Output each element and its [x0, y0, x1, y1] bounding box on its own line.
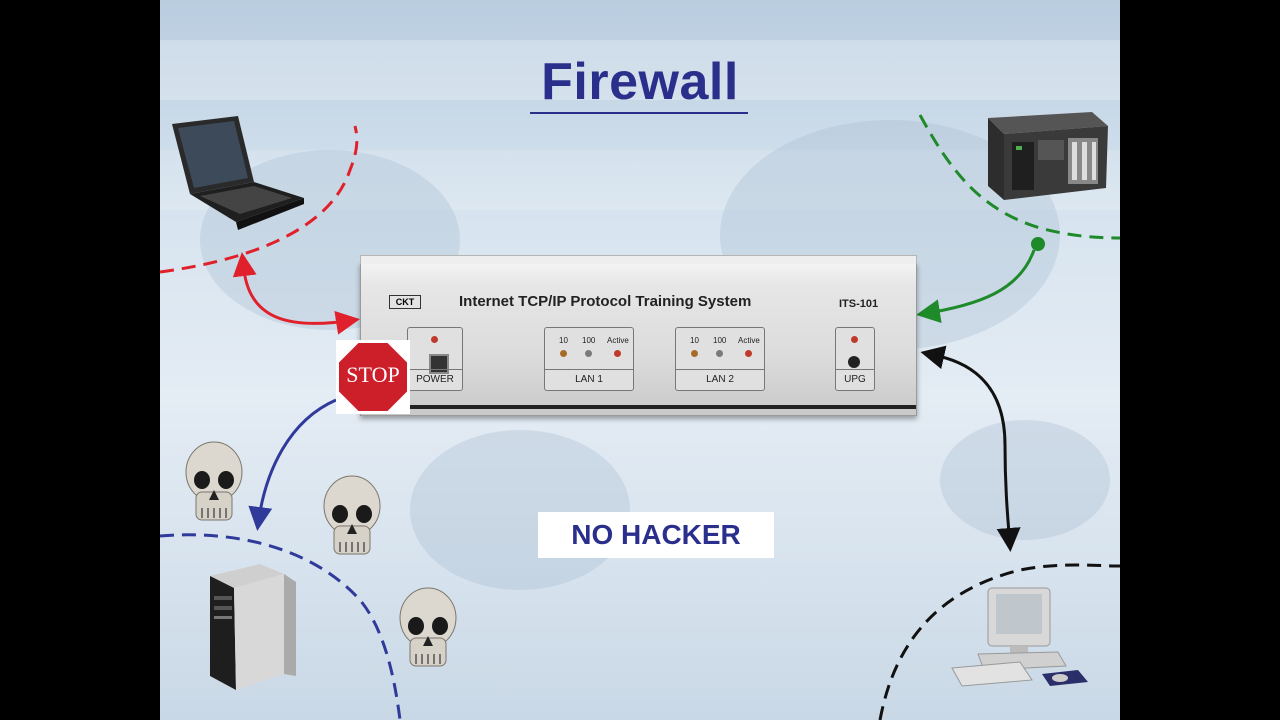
power-led: [431, 336, 438, 343]
laptop-icon: [172, 116, 304, 230]
lan2-led-label-active: Active: [738, 336, 760, 345]
red-link-arrow: [232, 252, 360, 335]
red-network-boundary: [160, 125, 359, 274]
rack-server-icon: [988, 112, 1108, 200]
stop-sign-text: STOP: [346, 362, 400, 387]
lan2-panel: 10 100 Active LAN 2: [675, 327, 765, 391]
desktop-computer-icon: [951, 587, 1088, 687]
lan1-label: LAN 1: [545, 369, 633, 390]
lan2-led-100: [716, 350, 723, 357]
title-underline: [530, 112, 748, 114]
upg-panel: UPG: [835, 327, 875, 391]
green-link-arrow: [916, 249, 1036, 324]
device-logo: CKT: [389, 295, 421, 309]
lan2-led-active: [745, 350, 752, 357]
connection-lines: [160, 114, 1120, 720]
black-network-boundary: [878, 563, 1120, 720]
skull-icon: [185, 441, 243, 521]
upg-led: [851, 336, 858, 343]
black-link-arrow: [920, 345, 1021, 552]
tower-pc-icon: [210, 564, 296, 690]
slide: Firewall: [160, 0, 1120, 720]
blue-link-arrow: [248, 398, 337, 531]
firewall-device: CKT Internet TCP/IP Protocol Training Sy…: [360, 255, 917, 416]
stop-sign-octagon: [337, 341, 409, 413]
lan2-led-label-10: 10: [690, 336, 699, 345]
blue-network-boundary: [160, 533, 402, 720]
green-link-node: [1031, 237, 1045, 251]
skull-icon: [323, 475, 381, 555]
background-band: [160, 150, 1120, 210]
slide-title: Firewall: [541, 53, 739, 111]
lan2-led-10: [691, 350, 698, 357]
power-label: POWER: [408, 369, 462, 390]
upg-label: UPG: [836, 369, 874, 390]
device-model: ITS-101: [839, 298, 879, 310]
lan1-led-label-100: 100: [582, 336, 596, 345]
stop-sign: STOP: [336, 340, 410, 414]
no-hacker-caption: NO HACKER: [538, 512, 774, 558]
green-network-boundary: [918, 114, 1120, 240]
power-panel: POWER: [407, 327, 463, 391]
lan2-label: LAN 2: [676, 369, 764, 390]
lan1-led-10: [560, 350, 567, 357]
device-system-name: Internet TCP/IP Protocol Training System: [459, 293, 752, 310]
lan2-led-label-100: 100: [713, 336, 727, 345]
world-map-shape: [410, 430, 630, 590]
upg-button[interactable]: [848, 356, 860, 368]
device-top-lip: [360, 255, 917, 264]
lan1-led-label-10: 10: [559, 336, 568, 345]
background-band: [160, 40, 1120, 100]
lan1-led-label-active: Active: [607, 336, 629, 345]
lan1-led-100: [585, 350, 592, 357]
lan1-led-active: [614, 350, 621, 357]
lan1-panel: 10 100 Active LAN 1: [544, 327, 634, 391]
device-bottom-stripe: [361, 405, 916, 409]
skull-icon: [399, 587, 457, 667]
